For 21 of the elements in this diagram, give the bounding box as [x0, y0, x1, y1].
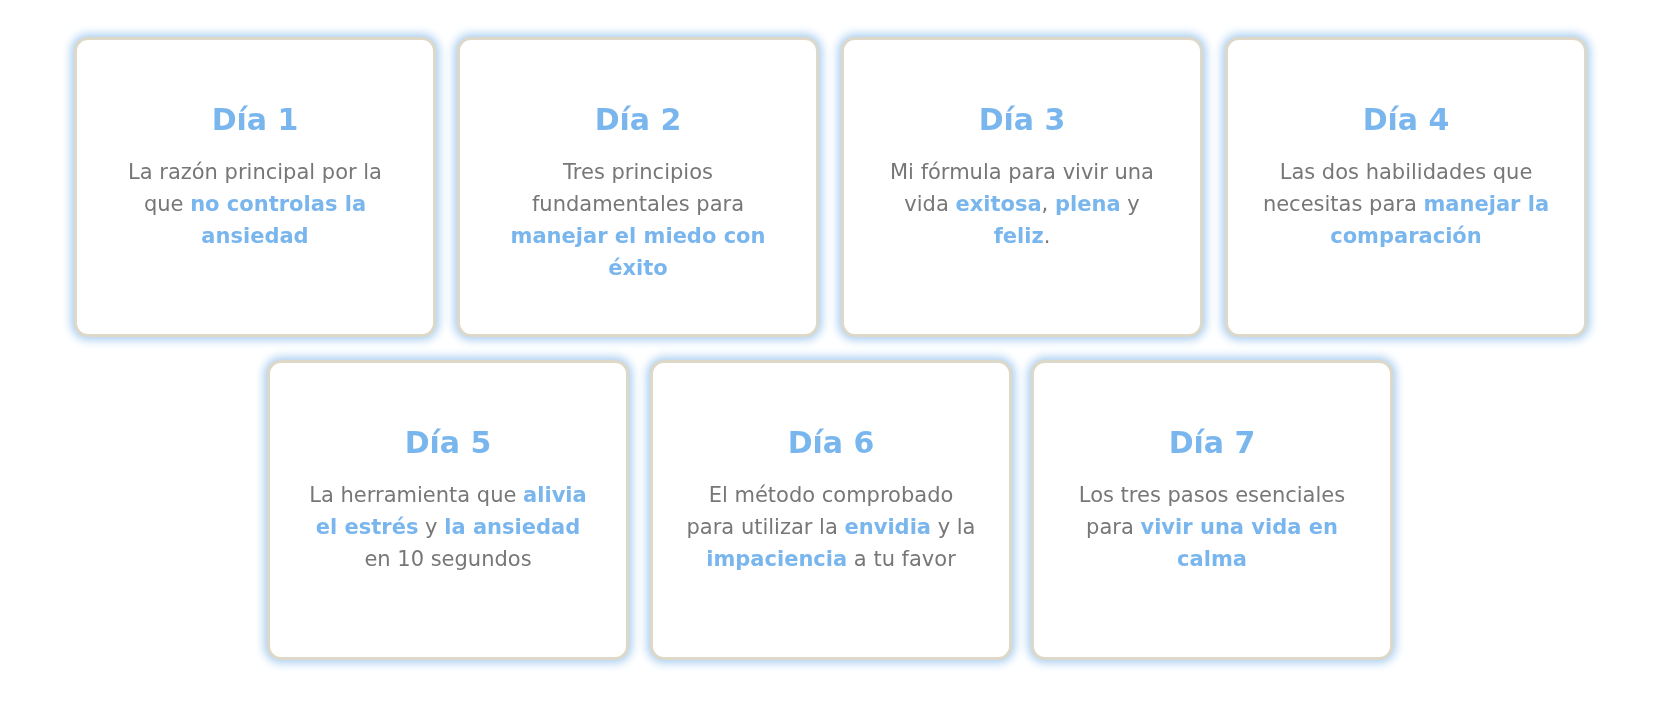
day-card	[267, 360, 629, 660]
card-description: Los tres pasos esenciales para vivir una vida en calma	[1077, 482, 1347, 573]
card-description: Tres principios fundamentales para manejar el miedo con éxito	[509, 159, 767, 282]
day-card	[74, 37, 436, 337]
day-card	[650, 360, 1012, 660]
card-heading: Día 2	[594, 102, 682, 137]
day-card	[1225, 37, 1587, 337]
card-heading: Día 6	[787, 425, 875, 460]
card-description: El método comprobado para utilizar la envidia y la impaciencia a tu favor	[685, 482, 977, 573]
card-heading: Día 1	[211, 102, 299, 137]
day-card	[1031, 360, 1393, 660]
day-card	[457, 37, 819, 337]
card-description: La herramienta que alivia el estrés y la ansiedad en 10 segundos	[308, 482, 588, 573]
card-heading: Día 7	[1168, 425, 1256, 460]
card-heading: Día 3	[978, 102, 1066, 137]
card-description: Mi fórmula para vivir una vida exitosa, plena y feliz.	[889, 159, 1155, 250]
day-card	[841, 37, 1203, 337]
card-heading: Día 4	[1362, 102, 1450, 137]
card-description: Las dos habilidades que necesitas para manejar la comparación	[1261, 159, 1551, 250]
card-description: La razón principal por la que no controlas la ansiedad	[127, 159, 383, 250]
card-heading: Día 5	[404, 425, 492, 460]
